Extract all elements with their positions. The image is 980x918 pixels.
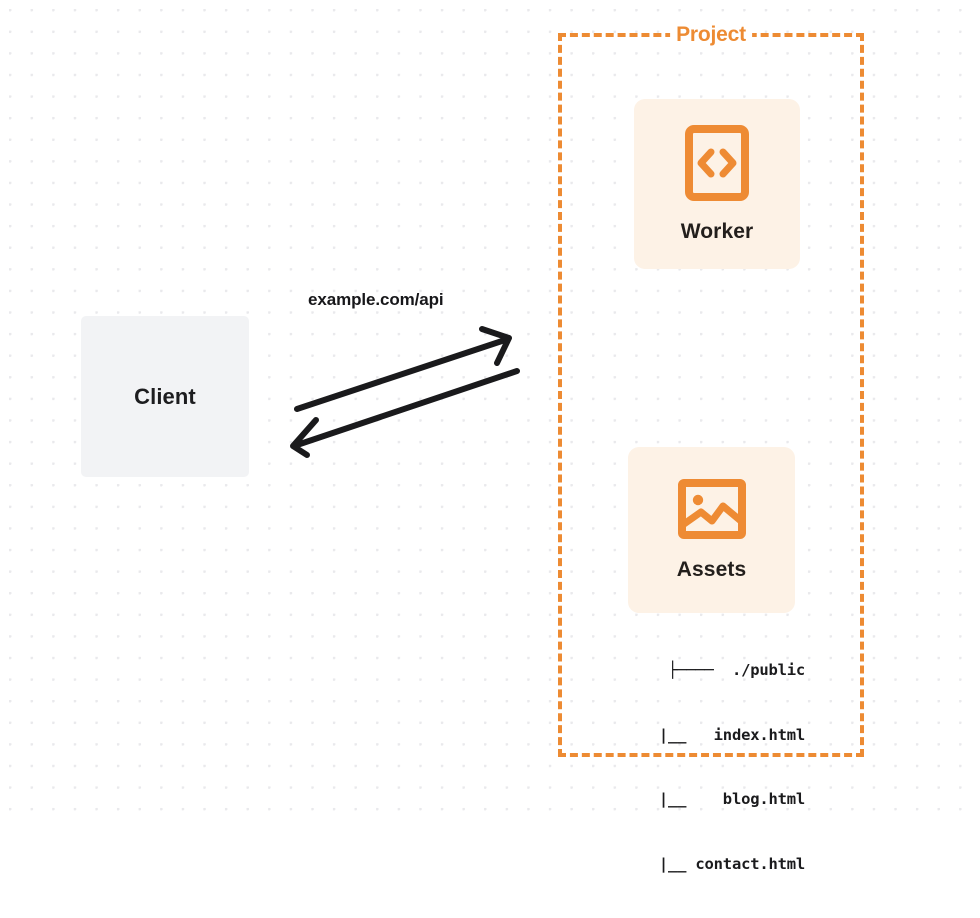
project-group-boundary: Project (558, 23, 864, 757)
client-node[interactable]: Client (81, 316, 249, 477)
project-group-title: Project (670, 23, 752, 47)
image-icon (677, 478, 747, 540)
file-tree-row-blog: |__ blog.html (604, 790, 805, 808)
worker-card[interactable]: Worker (634, 99, 800, 269)
assets-card-label: Assets (676, 558, 747, 581)
code-brackets-icon (684, 124, 750, 202)
assets-file-tree: ├──── ./public |__ index.html |__ blog.h… (600, 617, 805, 918)
file-tree-row-index: |__ index.html (604, 725, 805, 744)
file-tree-row-contact: |__ contact.html (604, 854, 805, 873)
diagram-canvas: Client example.com/api Project Worker (0, 0, 980, 873)
response-arrow-left-icon (290, 368, 520, 458)
client-node-label: Client (134, 383, 196, 409)
connector-label: example.com/api (308, 290, 444, 309)
file-tree-row-root: ├──── ./public (668, 661, 805, 679)
request-arrow-right-icon (294, 326, 512, 412)
worker-card-label: Worker (680, 220, 754, 243)
assets-card[interactable]: Assets (628, 447, 795, 613)
